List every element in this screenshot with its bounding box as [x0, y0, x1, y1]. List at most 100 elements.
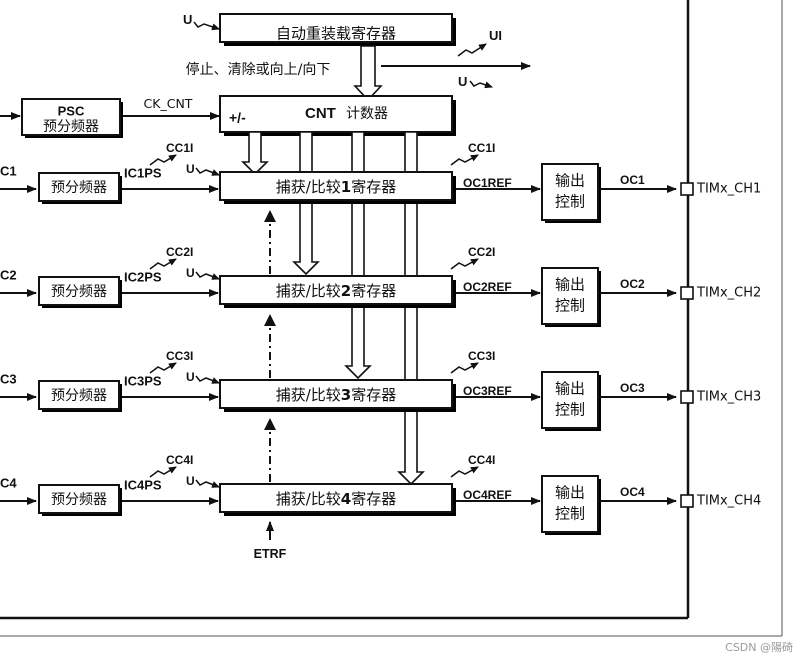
cci-event-icon-3 — [149, 362, 177, 374]
cnt-suffix: 计数器 — [346, 106, 388, 122]
cci-event-icon-1 — [149, 154, 177, 166]
ui-label: UI — [489, 28, 502, 43]
ccr-register-4 — [219, 483, 453, 513]
cci-out-label-3: CC3I — [468, 349, 495, 363]
output-control-line1-1: 输出 — [555, 172, 585, 190]
ccr-number-2: 2 — [341, 282, 351, 300]
ccr-suffix-4: 寄存器 — [351, 490, 396, 508]
u-event-icon-3 — [195, 375, 220, 384]
output-control-box-4 — [541, 475, 599, 533]
ccr-prefix-4: 捕获/比较 — [276, 490, 341, 508]
psc-subtitle: 预分频器 — [43, 119, 99, 135]
ocref-label-1: OC1REF — [463, 176, 512, 190]
u-label-3: U — [186, 370, 195, 384]
cci-label-4: CC4I — [166, 453, 193, 467]
watermark: CSDN @陽碕 — [725, 641, 793, 654]
ocref-label-4: OC4REF — [463, 488, 512, 502]
output-control-box-1 — [541, 163, 599, 221]
ccr-number-3: 3 — [341, 386, 351, 404]
icps-label-3: IC3PS — [124, 373, 162, 388]
ccr-label-1: 捕获/比较1寄存器 — [276, 178, 397, 196]
ccr-prefix-1: 捕获/比较 — [276, 178, 341, 196]
pin-square-2 — [680, 286, 694, 300]
pin-square-3 — [680, 390, 694, 404]
pin-label-4: TIMx_CH4 — [696, 494, 761, 509]
input-label-c1: C1 — [0, 163, 17, 178]
output-control-line1-2: 输出 — [555, 276, 585, 294]
icps-label-1: IC1PS — [124, 165, 162, 180]
prescaler-box-4 — [38, 484, 120, 514]
prescaler-box-1 — [38, 172, 120, 202]
arr-to-cnt-arrow — [353, 45, 383, 102]
cci-out-event-icon-4 — [450, 466, 479, 478]
ocref-label-3: OC3REF — [463, 384, 512, 398]
channel-link-arrowheads — [264, 210, 276, 430]
prescaler-label-1: 预分频器 — [51, 180, 107, 196]
pin-label-1: TIMx_CH1 — [696, 182, 761, 197]
ccr-number-4: 4 — [341, 490, 351, 508]
arr-u-event-icon — [193, 21, 220, 31]
prescaler-label-3: 预分频器 — [51, 388, 107, 404]
prescaler-label-2: 预分频器 — [51, 284, 107, 300]
cnt-sign: +/- — [229, 110, 246, 126]
cci-event-icon-2 — [149, 258, 177, 270]
output-control-line1-3: 输出 — [555, 380, 585, 398]
u-out-label: U — [458, 74, 467, 89]
input-label-c2: C2 — [0, 267, 17, 282]
input-label-c3: C3 — [0, 371, 17, 386]
prescaler-label-4: 预分频器 — [51, 492, 107, 508]
u-event-icon-2 — [195, 271, 220, 280]
output-control-line1-4: 输出 — [555, 484, 585, 502]
u-event-icon-1 — [195, 167, 220, 176]
ccr-register-2 — [219, 275, 453, 305]
u-event-icon-4 — [195, 479, 220, 488]
cci-event-icon-4 — [149, 466, 177, 478]
u-label-2: U — [186, 266, 195, 280]
arr-u-label: U — [183, 12, 192, 27]
prescaler-box-3 — [38, 380, 120, 410]
output-control-line2-4: 控制 — [555, 505, 585, 523]
ccr-suffix-1: 寄存器 — [351, 178, 396, 196]
ccr-register-1 — [219, 171, 453, 201]
etrf-label: ETRF — [254, 547, 287, 561]
psc-block: PSC 预分频器 — [21, 98, 123, 138]
cnt-to-ccr1-arrow — [241, 131, 269, 176]
control-text: 停止、清除或向上/向下 — [186, 61, 331, 78]
pin-square-4 — [680, 494, 694, 508]
ccr-register-3 — [219, 379, 453, 409]
ccr-suffix-2: 寄存器 — [351, 282, 396, 300]
u-out-event-icon — [469, 80, 493, 89]
output-control-line2-2: 控制 — [555, 297, 585, 315]
u-label-1: U — [186, 162, 195, 176]
cnt-name: CNT — [305, 105, 336, 122]
icps-label-4: IC4PS — [124, 477, 162, 492]
pin-label-3: TIMx_CH3 — [696, 390, 761, 405]
ck-cnt-label: CK_CNT — [144, 96, 193, 111]
icps-label-2: IC2PS — [124, 269, 162, 284]
u-label-4: U — [186, 474, 195, 488]
cci-out-label-1: CC1I — [468, 141, 495, 155]
cci-label-3: CC3I — [166, 349, 193, 363]
cci-out-event-icon-1 — [450, 154, 479, 166]
pin-square-1 — [680, 182, 694, 196]
oc-label-4: OC4 — [620, 485, 645, 499]
cci-label-2: CC2I — [166, 245, 193, 259]
ccr-label-4: 捕获/比较4寄存器 — [276, 490, 397, 508]
ccr-number-1: 1 — [341, 178, 351, 196]
ccr-label-2: 捕获/比较2寄存器 — [276, 282, 397, 300]
output-control-line2-1: 控制 — [555, 193, 585, 211]
oc-label-3: OC3 — [620, 381, 645, 395]
input-label-c4: C4 — [0, 475, 17, 490]
output-control-line2-3: 控制 — [555, 401, 585, 419]
cci-label-1: CC1I — [166, 141, 193, 155]
auto-reload-register: 自动重装载寄存器 — [219, 13, 456, 46]
cci-out-event-icon-2 — [450, 258, 479, 270]
ui-event-icon — [457, 43, 487, 57]
cnt-to-ccr3-arrow — [344, 131, 372, 380]
output-control-box-2 — [541, 267, 599, 325]
